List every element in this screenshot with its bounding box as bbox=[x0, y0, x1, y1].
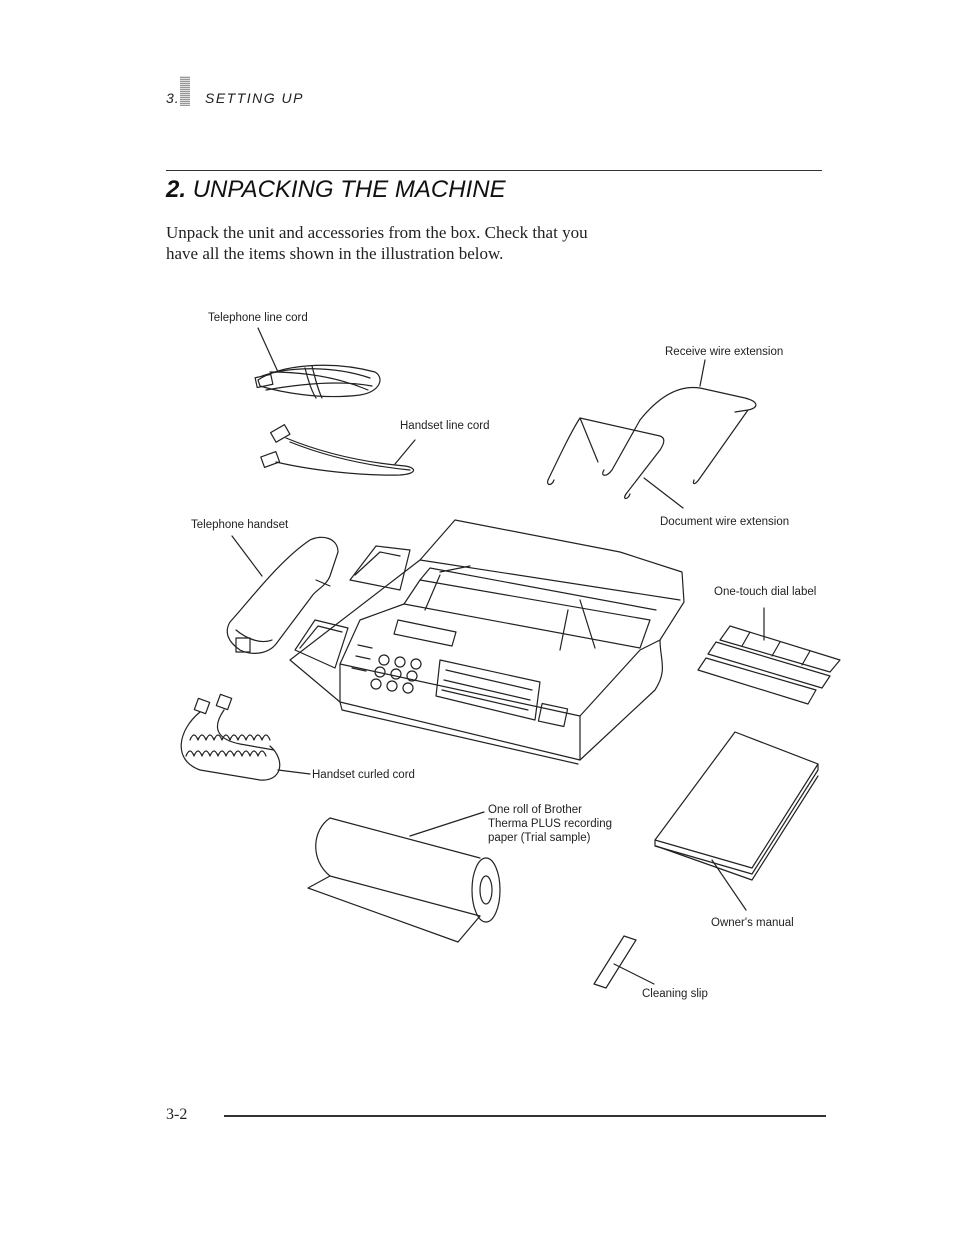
label-paper-line-3: paper (Trial sample) bbox=[488, 832, 591, 844]
label-paper-line-1: One roll of Brother bbox=[488, 804, 582, 816]
paper-roll-drawing bbox=[307, 811, 501, 943]
label-owners-manual: Owner's manual bbox=[711, 917, 794, 929]
chapter-tab-marker bbox=[180, 76, 190, 106]
handset-line-cord-drawing bbox=[260, 424, 416, 476]
title-text: UNPACKING THE MACHINE bbox=[192, 176, 506, 203]
bottom-rule bbox=[224, 1115, 826, 1117]
chapter-number: 3. bbox=[166, 90, 180, 106]
label-telephone-line-cord: Telephone line cord bbox=[208, 312, 308, 324]
label-paper-line-2: Therma PLUS recording bbox=[488, 818, 612, 830]
fax-machine-drawing bbox=[289, 519, 685, 765]
label-recording-paper: One roll of Brother Therma PLUS recordin… bbox=[488, 803, 612, 845]
section-heading: SETTING UP bbox=[205, 90, 305, 106]
owners-manual-drawing bbox=[654, 731, 819, 911]
page-number: 3-2 bbox=[166, 1106, 188, 1123]
page-title: 2. UNPACKING THE MACHINE bbox=[166, 176, 506, 204]
handset-curled-cord-drawing bbox=[180, 693, 311, 781]
label-receive-wire-extension: Receive wire extension bbox=[665, 346, 784, 358]
label-telephone-handset: Telephone handset bbox=[191, 519, 289, 531]
telephone-line-cord-drawing bbox=[254, 327, 381, 399]
title-number: 2. bbox=[166, 176, 187, 203]
label-handset-curled-cord: Handset curled cord bbox=[312, 769, 415, 781]
cleaning-slip-drawing bbox=[593, 935, 655, 989]
label-cleaning-slip: Cleaning slip bbox=[642, 988, 708, 1000]
intro-paragraph: Unpack the unit and accessories from the… bbox=[166, 223, 588, 263]
label-handset-line-cord: Handset line cord bbox=[400, 420, 490, 432]
label-document-wire-extension: Document wire extension bbox=[660, 516, 790, 528]
top-rule bbox=[166, 170, 822, 171]
wire-extensions-drawing bbox=[547, 359, 757, 509]
label-one-touch-dial-label: One-touch dial label bbox=[714, 586, 817, 598]
telephone-handset-drawing bbox=[226, 535, 339, 654]
one-touch-dial-label-drawing bbox=[697, 607, 841, 705]
